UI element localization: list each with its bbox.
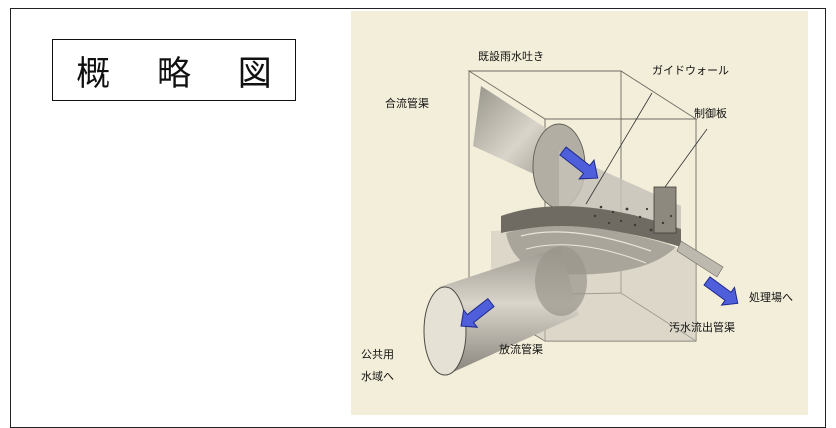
discharge-pipe xyxy=(423,246,587,376)
diagram-panel: 既設雨水吐き 合流管渠 ガイドウォール 制御板 処理場へ 汚水流出管渠 放流管渠… xyxy=(351,11,808,415)
label-discharge-pipe: 放流管渠 xyxy=(499,343,543,356)
flow-arrow-icon xyxy=(559,146,599,180)
control-plate xyxy=(653,186,677,234)
flow-arrows xyxy=(460,146,739,328)
label-combined-sewer: 合流管渠 xyxy=(385,97,429,110)
label-leader-lines xyxy=(585,92,708,205)
label-to-treatment: 処理場へ xyxy=(749,291,793,304)
label-public-waters: 公共用 水域へ xyxy=(361,348,394,383)
flow-arrow-icon xyxy=(703,276,739,306)
flow-arrow-icon xyxy=(460,297,495,328)
label-existing-outlet: 既設雨水吐き xyxy=(478,50,544,63)
diagram-illustration xyxy=(423,70,739,376)
sewage-outflow-pipe xyxy=(676,240,724,278)
sediment-particles xyxy=(593,205,673,232)
label-sewage-outflow: 汚水流出管渠 xyxy=(669,321,735,334)
label-guide-wall: ガイドウォール xyxy=(652,64,729,77)
page-title: 概 略 図 xyxy=(52,39,296,101)
label-control-plate: 制御板 xyxy=(694,107,727,120)
